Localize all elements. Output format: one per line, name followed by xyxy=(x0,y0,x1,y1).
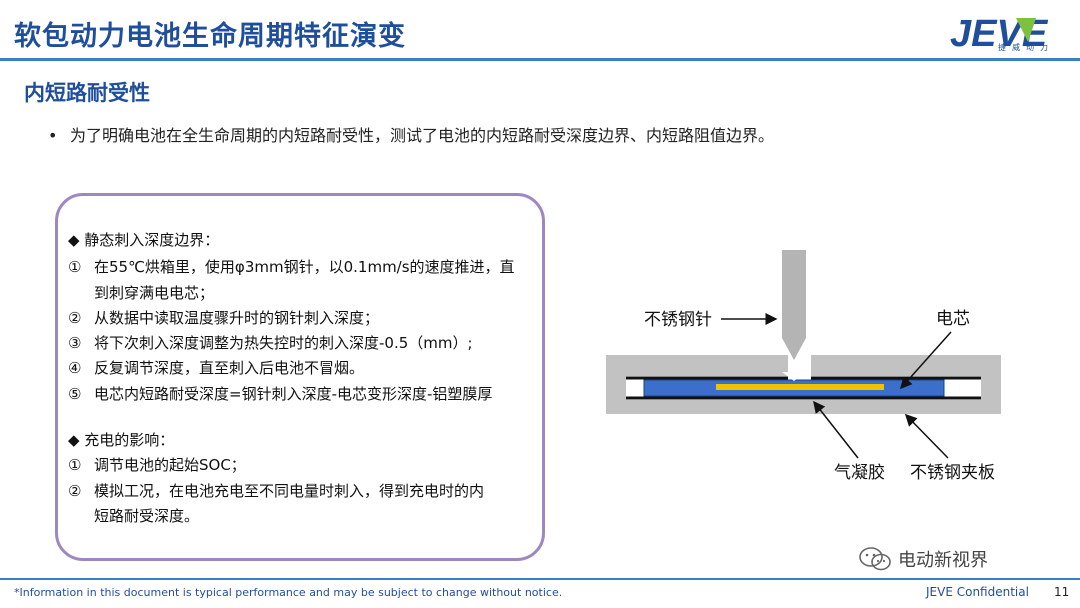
wechat-icon xyxy=(859,547,891,571)
cell-core xyxy=(716,384,884,390)
label-cell: 电芯 xyxy=(936,309,970,329)
nail-test-diagram: 不锈钢针 电芯 气凝胶 不锈钢夹板 xyxy=(606,250,1001,483)
label-clamp: 不锈钢夹板 xyxy=(910,463,995,483)
intro-text: 为了明确电池在全生命周期的内短路耐受性，测试了电池的内短路耐受深度边界、内短路阻… xyxy=(70,126,775,145)
arrow-cell xyxy=(900,331,952,390)
arrow-clamp xyxy=(904,413,949,459)
procedure-box xyxy=(55,193,545,561)
clamp-spacer-left xyxy=(606,376,626,400)
logo-subtext: 捷威动力 xyxy=(998,43,1054,52)
watermark: 电动新视界 xyxy=(858,546,988,572)
footer-divider xyxy=(0,578,1080,580)
list-item: 到刺穿满电电芯； xyxy=(94,284,215,302)
logo-green-mark xyxy=(1016,18,1036,42)
watermark-text: 电动新视界 xyxy=(898,550,988,571)
footer-confidential: JEVE Confidential xyxy=(926,585,1029,599)
header-divider xyxy=(0,58,1080,61)
section-subtitle: 内短路耐受性 xyxy=(24,81,150,105)
clamp-spacer-right xyxy=(981,376,1001,400)
page-number: 11 xyxy=(1054,585,1070,599)
group1-heading: ◆ 静态刺入深度边界： xyxy=(68,231,220,249)
label-adhesive: 气凝胶 xyxy=(834,463,885,483)
top-clamp-left xyxy=(606,355,788,376)
group2-heading: ◆ 充电的影响： xyxy=(68,431,175,449)
top-clamp-right xyxy=(811,355,1001,376)
arrow-adhesive xyxy=(813,400,859,459)
bottom-clamp xyxy=(606,400,1001,414)
needle-entry-gap xyxy=(782,372,806,381)
label-needle: 不锈钢针 xyxy=(644,310,712,330)
steel-needle xyxy=(782,250,806,360)
jeve-logo: JEVE xyxy=(950,13,1049,55)
footer-disclaimer: *Information in this document is typical… xyxy=(14,586,563,599)
list-item: 短路耐受深度。 xyxy=(94,507,200,525)
page-title: 软包动力电池生命周期特征演变 xyxy=(14,21,406,52)
bullet-dot-icon: • xyxy=(48,126,58,145)
intro-bullet: • 为了明确电池在全生命周期的内短路耐受性，测试了电池的内短路耐受深度边界、内短路… xyxy=(48,122,774,146)
